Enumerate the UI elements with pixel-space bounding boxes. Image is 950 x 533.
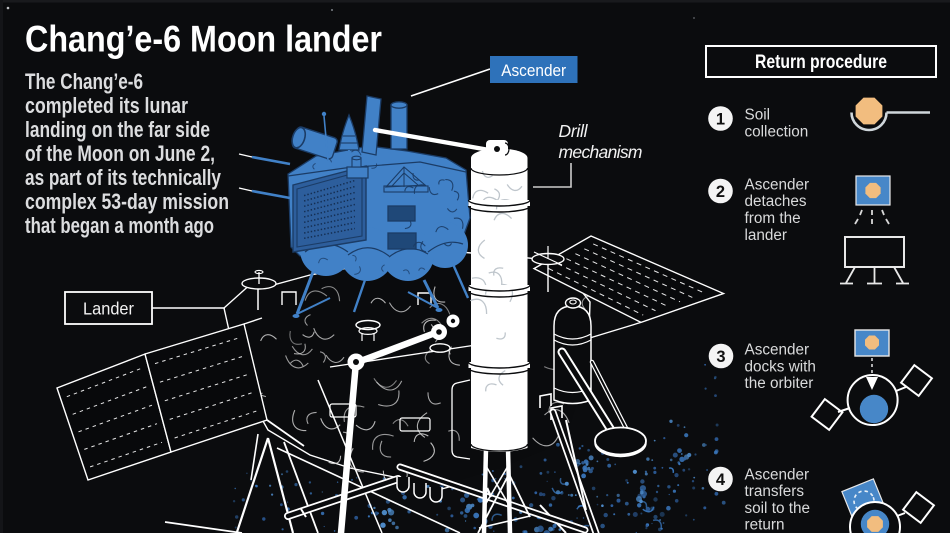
svg-text:3: 3 [716,348,725,366]
svg-text:lander: lander [745,227,788,244]
svg-text:Ascender: Ascender [501,61,566,80]
svg-text:4: 4 [716,471,726,489]
svg-text:Soil: Soil [745,107,771,124]
svg-text:Chang’e-6 Moon lander: Chang’e-6 Moon lander [25,19,382,60]
svg-text:docks with: docks with [745,358,816,375]
svg-text:The Chang’e-6: The Chang’e-6 [25,69,143,94]
svg-text:2: 2 [716,183,725,201]
svg-text:that began a month ago: that began a month ago [25,213,214,238]
svg-text:the orbiter: the orbiter [745,375,814,392]
svg-text:detaches: detaches [745,193,807,210]
svg-text:complex 53-day mission: complex 53-day mission [25,189,229,214]
svg-text:landing on the far side: landing on the far side [25,117,210,142]
svg-text:mechanism: mechanism [559,142,643,162]
svg-text:return: return [745,517,785,533]
svg-text:1: 1 [716,111,725,129]
svg-text:soil to the: soil to the [745,500,810,517]
svg-text:Ascender: Ascender [745,176,810,193]
svg-text:Lander: Lander [83,299,134,319]
svg-text:of the Moon on June 2,: of the Moon on June 2, [25,141,215,166]
svg-text:from the: from the [745,210,801,227]
svg-text:collection: collection [745,123,809,140]
svg-text:as part of its technically: as part of its technically [25,165,222,190]
svg-text:Drill: Drill [559,121,589,141]
svg-text:Ascender: Ascender [745,466,810,483]
svg-text:completed its lunar: completed its lunar [25,93,188,118]
svg-text:Return procedure: Return procedure [755,52,887,73]
svg-text:transfers: transfers [745,483,805,500]
svg-text:Ascender: Ascender [745,342,810,359]
